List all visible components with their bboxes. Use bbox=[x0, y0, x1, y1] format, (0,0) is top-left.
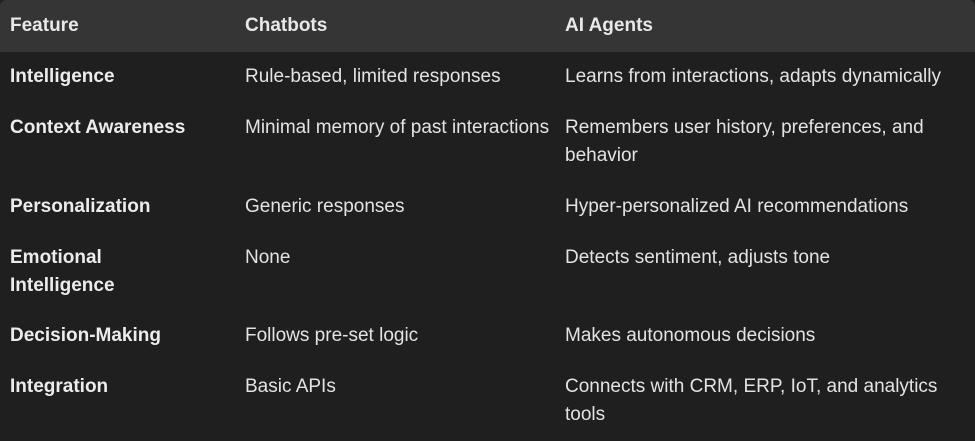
chatbots-cell: Basic APIs bbox=[245, 376, 336, 397]
table-row: Context Awareness Minimal memory of past… bbox=[0, 114, 975, 170]
ai-agents-cell: Learns from interactions, adapts dynamic… bbox=[565, 66, 941, 87]
feature-cell: Personalization bbox=[10, 196, 151, 217]
feature-cell: Emotional Intelligence bbox=[10, 247, 115, 296]
ai-agents-cell: Connects with CRM, ERP, IoT, and analyti… bbox=[565, 376, 938, 425]
table-row: Emotional Intelligence None Detects sent… bbox=[0, 244, 975, 300]
table-row: Intelligence Rule-based, limited respons… bbox=[0, 63, 975, 91]
ai-agents-cell: Detects sentiment, adjusts tone bbox=[565, 247, 831, 268]
feature-cell: Integration bbox=[10, 376, 109, 397]
header-feature: Feature bbox=[10, 15, 79, 36]
chatbots-cell: None bbox=[245, 247, 291, 268]
feature-cell: Context Awareness bbox=[10, 117, 186, 138]
chatbots-cell: Rule-based, limited responses bbox=[245, 66, 501, 87]
ai-agents-cell: Makes autonomous decisions bbox=[565, 325, 816, 346]
chatbots-cell: Generic responses bbox=[245, 196, 405, 217]
header-chatbots: Chatbots bbox=[245, 15, 328, 36]
table-row: Decision-Making Follows pre-set logic Ma… bbox=[0, 322, 975, 350]
ai-agents-cell: Hyper-personalized AI recommendations bbox=[565, 196, 909, 217]
table-row: Personalization Generic responses Hyper-… bbox=[0, 193, 975, 221]
header-ai-agents: AI Agents bbox=[565, 15, 653, 36]
chatbots-cell: Minimal memory of past interactions bbox=[245, 117, 550, 138]
ai-agents-cell: Remembers user history, preferences, and… bbox=[565, 117, 924, 166]
table-row: Integration Basic APIs Connects with CRM… bbox=[0, 373, 975, 429]
feature-cell: Decision-Making bbox=[10, 325, 161, 346]
chatbots-cell: Follows pre-set logic bbox=[245, 325, 419, 346]
table-header-row: Feature Chatbots AI Agents bbox=[0, 0, 975, 52]
feature-cell: Intelligence bbox=[10, 66, 115, 87]
